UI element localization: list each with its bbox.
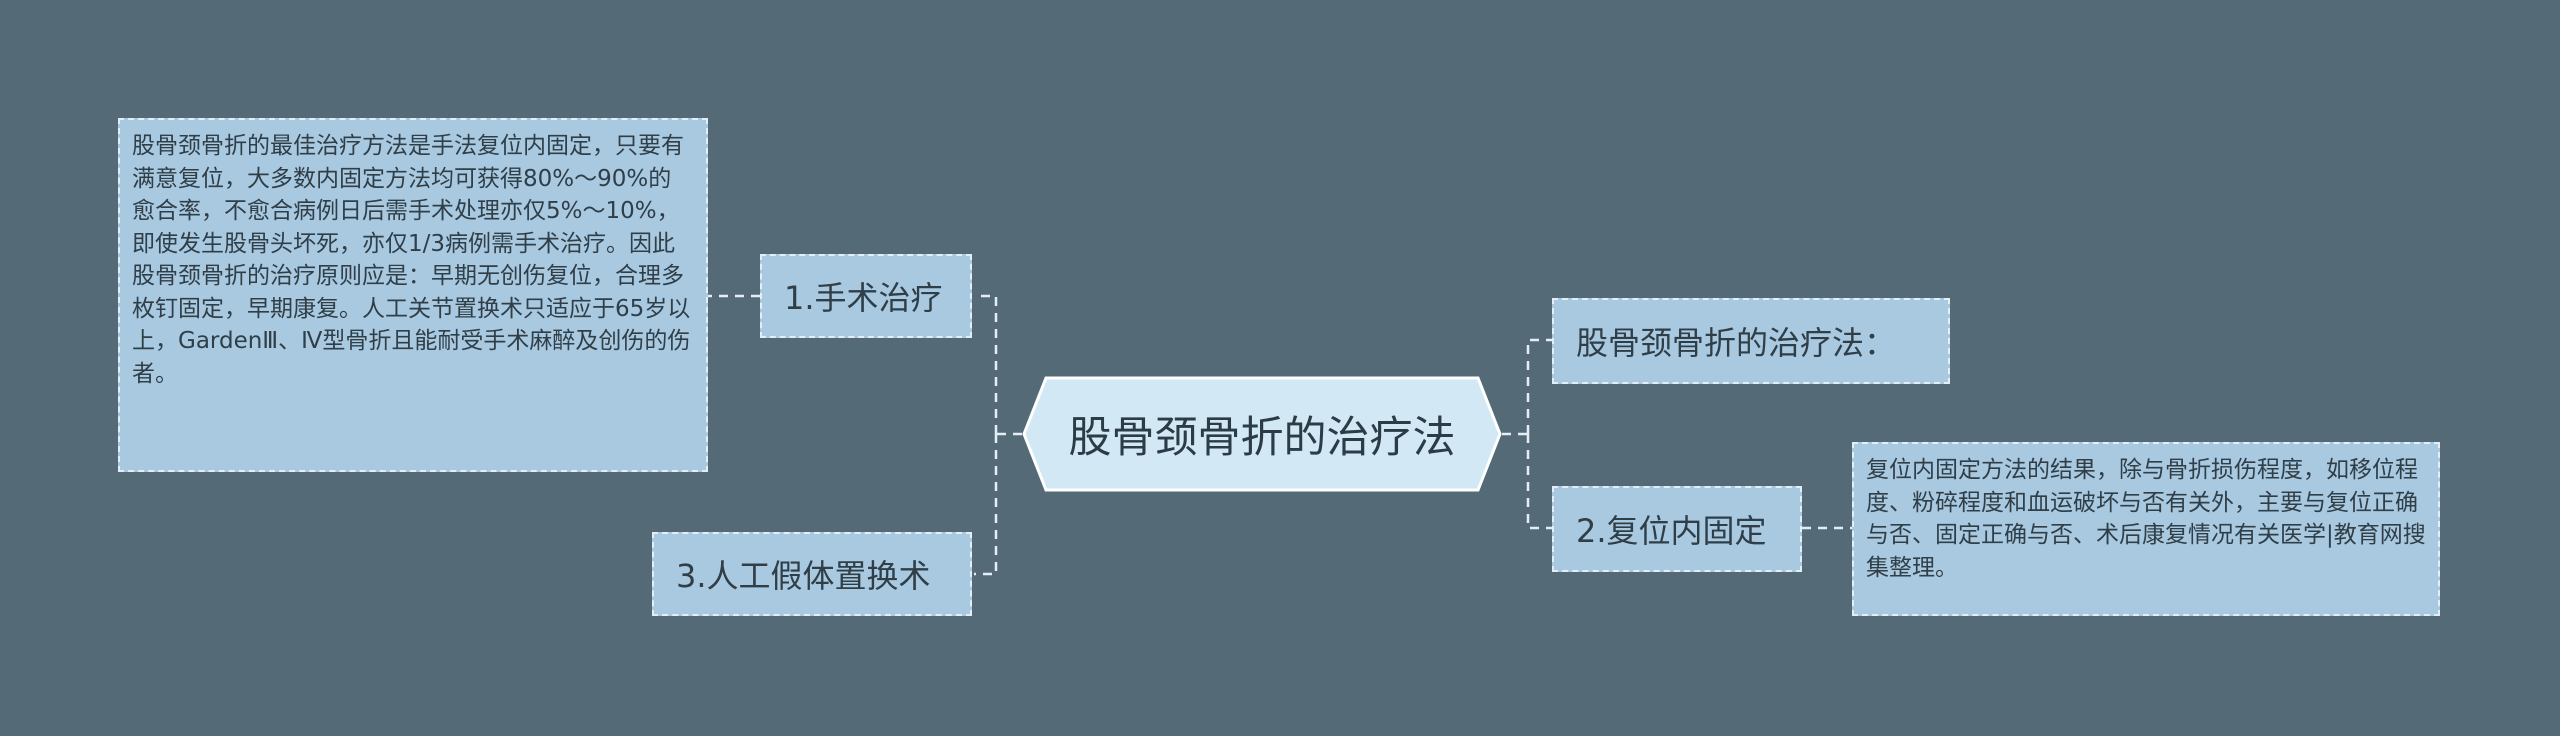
central-topic-label: 股骨颈骨折的治疗法 — [1068, 413, 1456, 463]
branch-treatment-methods[interactable]: 股骨颈骨折的治疗法： — [1552, 298, 1950, 384]
central-topic-shape — [1022, 376, 1502, 492]
surgery-detail-note: 股骨颈骨折的最佳治疗方法是手法复位内固定，只要有满意复位，大多数内固定方法均可获… — [118, 118, 708, 472]
connector-left-branch-2 — [974, 434, 998, 576]
branch-prosthesis-label: 3.人工假体置换术 — [676, 557, 931, 595]
surgery-detail-text: 股骨颈骨折的最佳治疗方法是手法复位内固定，只要有满意复位，大多数内固定方法均可获… — [132, 133, 691, 387]
fixation-detail-text: 复位内固定方法的结果，除与骨折损伤程度，如移位程度、粉碎程度和血运破坏与否有关外… — [1866, 457, 2426, 581]
connector-right-branch-1 — [1526, 338, 1552, 434]
connector-right-branch-2 — [1526, 434, 1552, 530]
branch-reduction-fixation-label: 2.复位内固定 — [1576, 512, 1767, 550]
branch-prosthesis-replacement[interactable]: 3.人工假体置换术 — [652, 532, 972, 616]
branch-surgery-label: 1.手术治疗 — [784, 279, 943, 317]
branch-treatment-methods-label: 股骨颈骨折的治疗法： — [1576, 324, 1897, 362]
central-topic[interactable]: 股骨颈骨折的治疗法 — [1022, 376, 1502, 492]
fixation-detail-note: 复位内固定方法的结果，除与骨折损伤程度，如移位程度、粉碎程度和血运破坏与否有关外… — [1852, 442, 2440, 616]
branch-reduction-fixation[interactable]: 2.复位内固定 — [1552, 486, 1802, 572]
connector-left-branch-1 — [974, 294, 998, 434]
branch-surgery-treatment[interactable]: 1.手术治疗 — [760, 254, 972, 338]
